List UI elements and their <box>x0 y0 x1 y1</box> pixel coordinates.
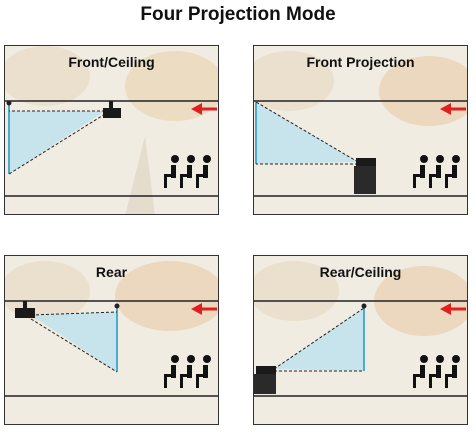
panel-label: Front Projection <box>306 54 415 70</box>
projector-icon <box>15 308 35 318</box>
beam-edge-top <box>273 307 365 370</box>
projector-mount <box>109 101 113 109</box>
direction-arrow-icon <box>440 103 451 115</box>
direction-arrow-icon <box>191 303 202 315</box>
screen-mount <box>6 100 12 106</box>
projector-icon <box>256 366 276 374</box>
projection-scene <box>254 300 467 397</box>
panel-rear-ceiling: Rear/Ceiling <box>253 255 468 425</box>
projection-scene <box>254 100 467 197</box>
projector-stand <box>354 166 376 194</box>
projection-beam <box>31 312 117 372</box>
projector-icon <box>103 108 121 118</box>
audience-icon <box>413 355 460 388</box>
projector-icon <box>356 158 376 166</box>
panel-front-ceiling: Front/Ceiling <box>4 45 219 215</box>
panel-label: Rear <box>95 264 128 280</box>
projection-beam <box>9 111 105 174</box>
projector-stand <box>254 374 276 394</box>
screen-mount <box>114 303 120 309</box>
screen-mount <box>361 303 367 309</box>
beam-edge-bottom <box>30 318 118 373</box>
panel-label: Front/Ceiling <box>68 54 155 70</box>
panel-label: Rear/Ceiling <box>319 264 402 280</box>
beam-edge-bottom <box>8 113 106 175</box>
panel-front-projection: Front Projection <box>253 45 468 215</box>
page-title: Four Projection Mode <box>140 4 336 25</box>
projection-scene <box>5 100 218 197</box>
audience-icon <box>413 155 460 188</box>
panel-rear: Rear <box>4 255 219 425</box>
projection-beam <box>256 102 358 164</box>
audience-icon <box>164 355 211 388</box>
direction-arrow-icon <box>191 103 202 115</box>
audience-icon <box>164 155 211 188</box>
projection-scene <box>5 300 218 397</box>
projector-mount <box>23 301 27 309</box>
direction-arrow-icon <box>440 303 451 315</box>
beam-edge-top <box>30 311 118 316</box>
